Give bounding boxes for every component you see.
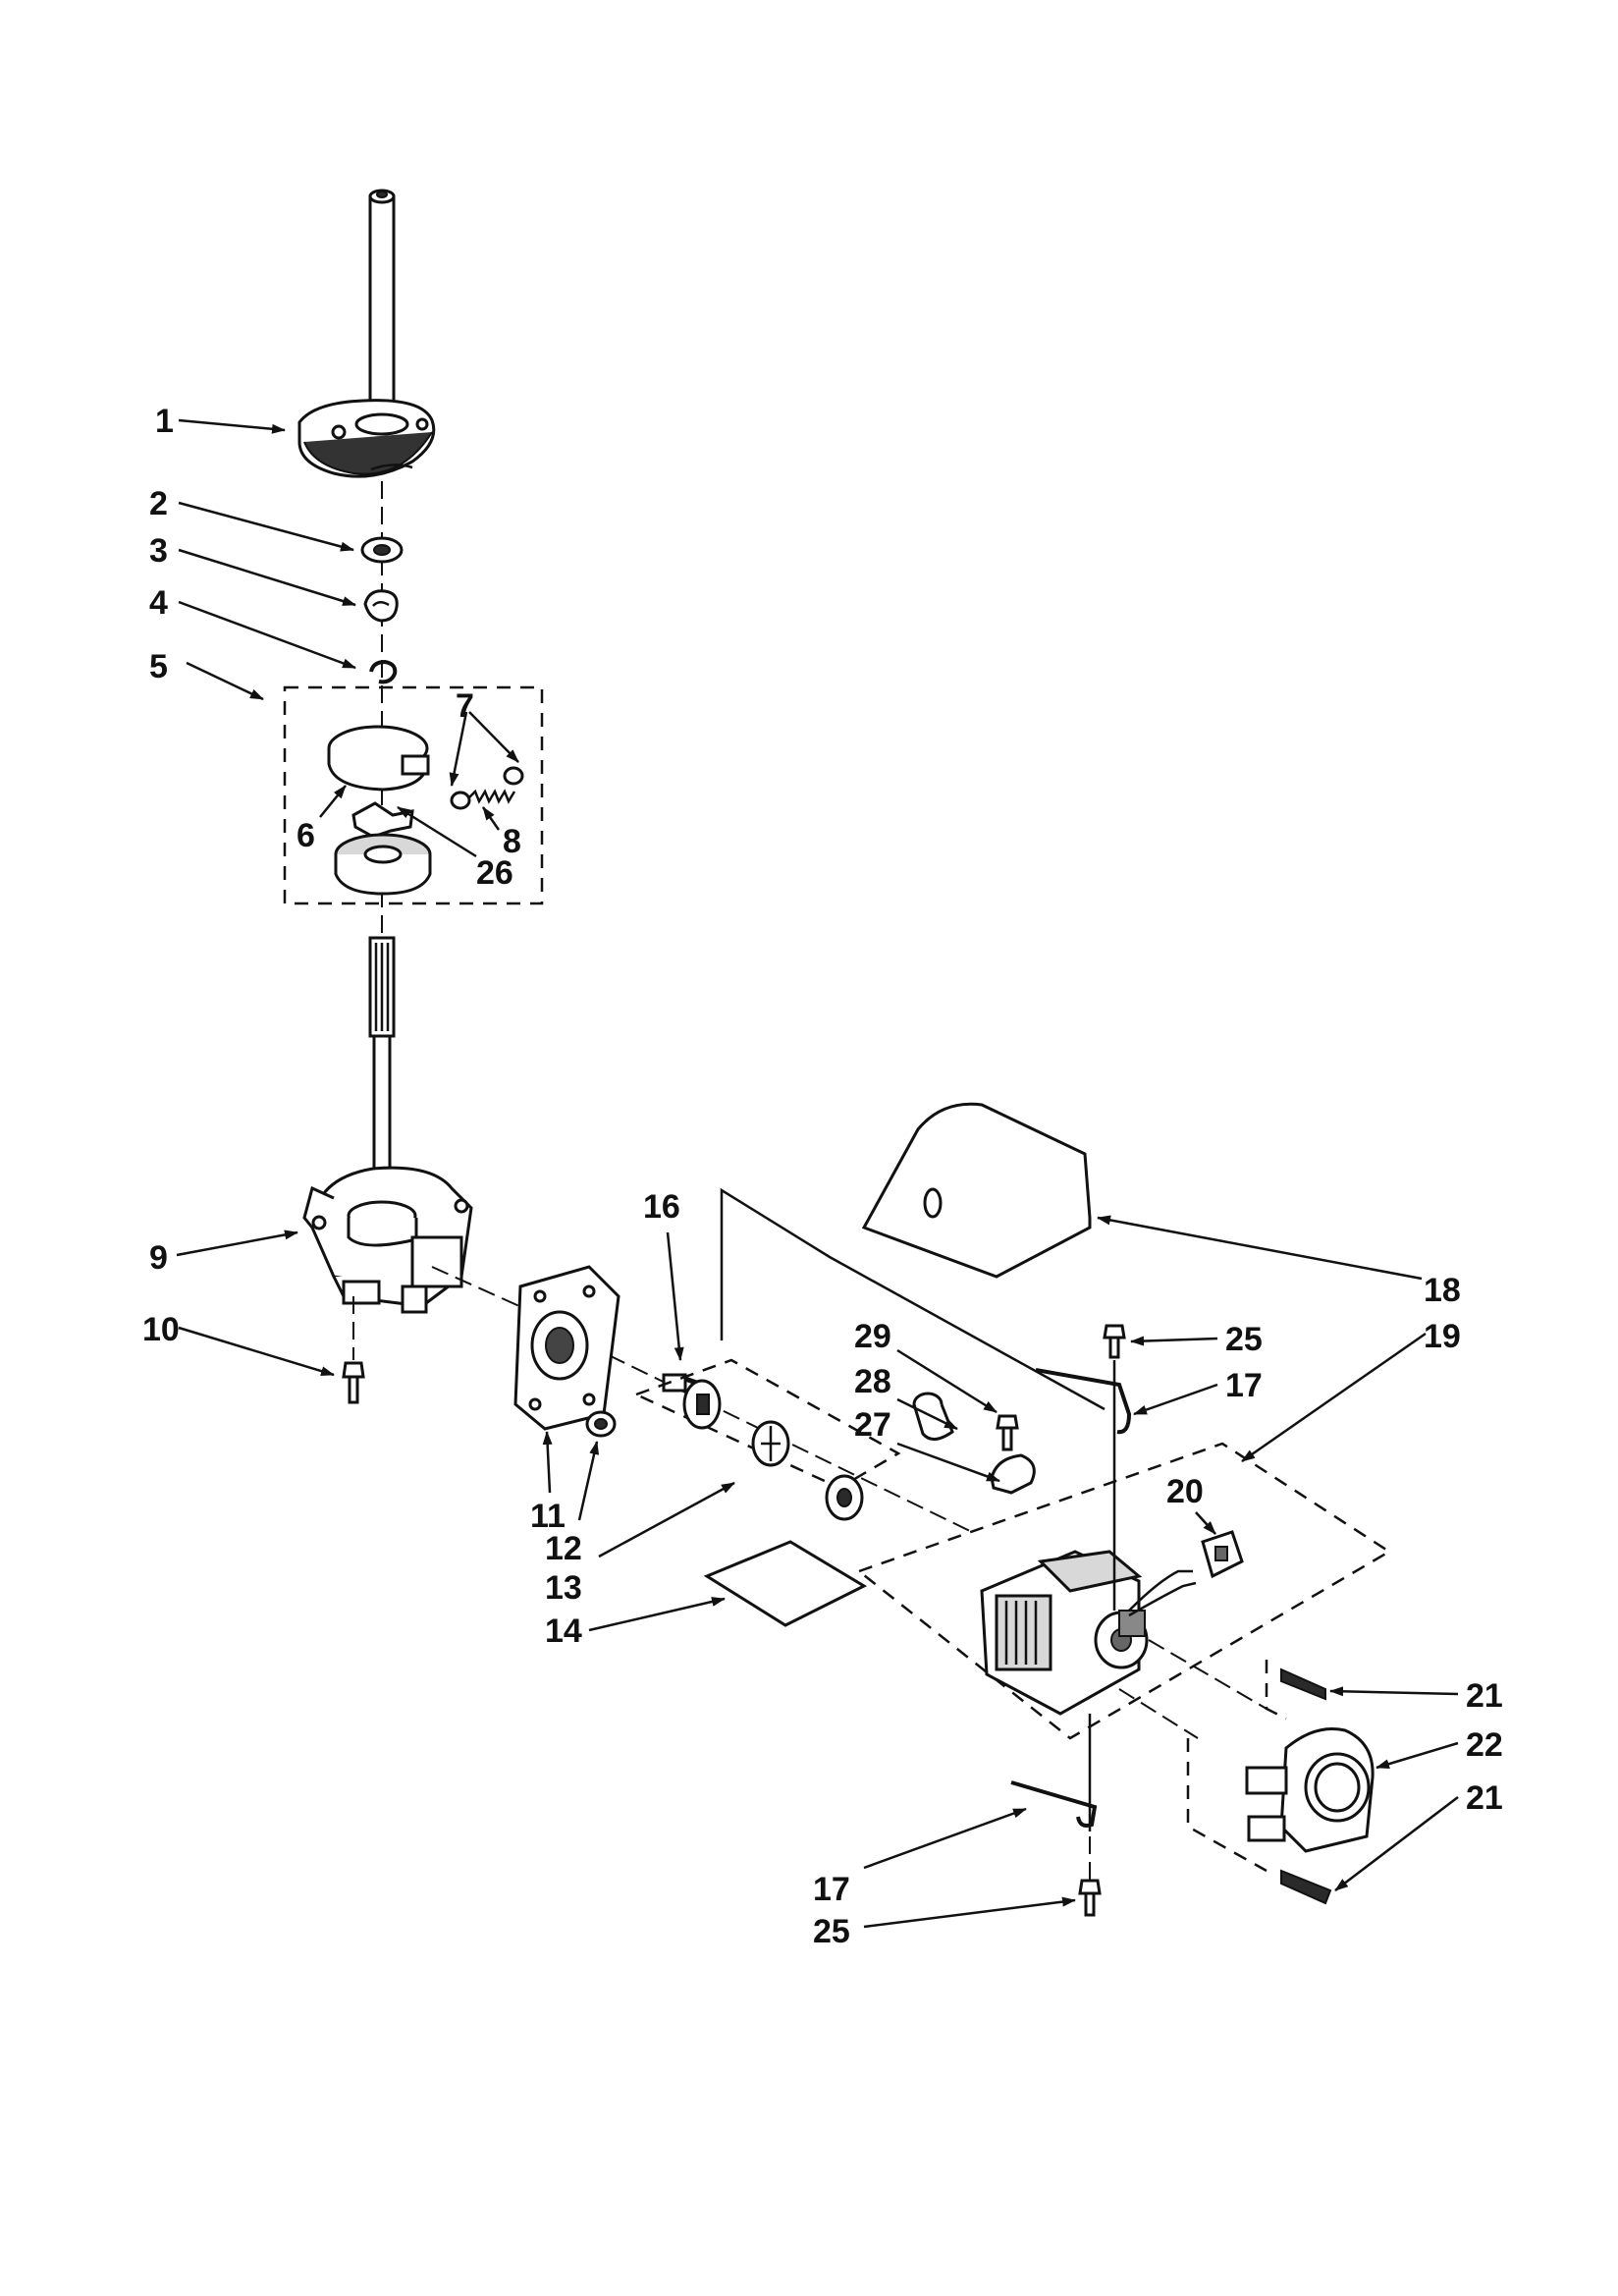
- callout-22: 22: [1466, 1726, 1503, 1764]
- callout-16: 16: [643, 1188, 680, 1226]
- drive-block: [351, 801, 414, 839]
- pump-axis: [1118, 1688, 1199, 1739]
- split-bearing: [363, 589, 399, 623]
- capacitor-clamp: [990, 1453, 1036, 1495]
- bearing-washer: [360, 536, 404, 564]
- capacitor-screw: [996, 1414, 1019, 1451]
- callout-10: 10: [142, 1311, 180, 1348]
- coupling-axis-1: [431, 1266, 531, 1312]
- callout-9: 9: [149, 1239, 168, 1277]
- callout-28: 28: [854, 1363, 891, 1400]
- callout-13: 13: [545, 1569, 582, 1607]
- pump-clip-line: [1265, 1660, 1287, 1721]
- motor-wire-2: [1128, 1581, 1197, 1617]
- leader-lines: [176, 418, 1459, 1929]
- gearcase-bolt: [342, 1361, 365, 1404]
- drive-coupler-lower: [825, 1474, 864, 1521]
- brake-assembly-boundary: [283, 685, 544, 905]
- callout-29: 29: [854, 1318, 891, 1355]
- spin-tube-drive-hub: [297, 189, 436, 478]
- callout-25-bottom: 25: [813, 1913, 850, 1950]
- gearcase: [302, 1166, 473, 1314]
- callout-17-top: 17: [1225, 1367, 1263, 1404]
- callout-25-top: 25: [1225, 1321, 1263, 1358]
- coupler-rubber: [751, 1420, 790, 1467]
- retaining-ring: [369, 659, 398, 684]
- drive-coupler-upper: [682, 1379, 722, 1430]
- callout-18: 18: [1424, 1272, 1461, 1309]
- callout-3: 3: [149, 532, 168, 570]
- motor-clip-top: [1035, 1368, 1132, 1435]
- callout-12: 12: [545, 1530, 582, 1567]
- shield-plate: [703, 1540, 868, 1627]
- coupling-plate: [513, 1265, 620, 1431]
- callout-21-upper: 21: [1466, 1677, 1503, 1715]
- callout-20: 20: [1166, 1473, 1204, 1510]
- clutch-hub: [334, 833, 432, 896]
- routing-line: [720, 1187, 1106, 1411]
- callout-21-lower: 21: [1466, 1779, 1503, 1817]
- callout-27: 27: [854, 1406, 891, 1444]
- motor-clip-bottom: [1010, 1780, 1098, 1828]
- motor-shaft-axis: [1148, 1639, 1267, 1710]
- callout-4: 4: [149, 584, 168, 622]
- spring-and-plungers: [450, 766, 524, 810]
- callout-6: 6: [297, 817, 315, 854]
- callout-19: 19: [1424, 1318, 1461, 1355]
- hex-nut: [585, 1410, 617, 1438]
- pump-clip-lower: [1280, 1869, 1332, 1905]
- water-pump: [1245, 1726, 1375, 1853]
- callout-11: 11: [530, 1498, 566, 1535]
- callout-17-bottom: 17: [813, 1871, 850, 1908]
- motor-bolt-bottom: [1078, 1879, 1102, 1917]
- drive-motor: [980, 1550, 1149, 1716]
- motor-switch: [1201, 1530, 1244, 1579]
- motor-wire-1: [1128, 1569, 1193, 1612]
- callout-7: 7: [456, 687, 474, 725]
- callout-labels: 1 2 3 4 5 6 7 8 26 9 10 16 11 12 13 14 1…: [142, 403, 1503, 1950]
- callout-26: 26: [476, 854, 513, 892]
- pump-mount-line: [1186, 1738, 1267, 1873]
- callout-2: 2: [149, 485, 168, 522]
- motor-shield: [861, 1102, 1092, 1279]
- pump-clip-upper: [1280, 1667, 1326, 1701]
- callout-1: 1: [155, 403, 174, 440]
- callout-8: 8: [503, 823, 521, 860]
- callout-5: 5: [149, 648, 168, 685]
- clutch-band: [327, 725, 430, 792]
- motor-bolt-top: [1103, 1324, 1126, 1359]
- callout-14: 14: [545, 1613, 582, 1650]
